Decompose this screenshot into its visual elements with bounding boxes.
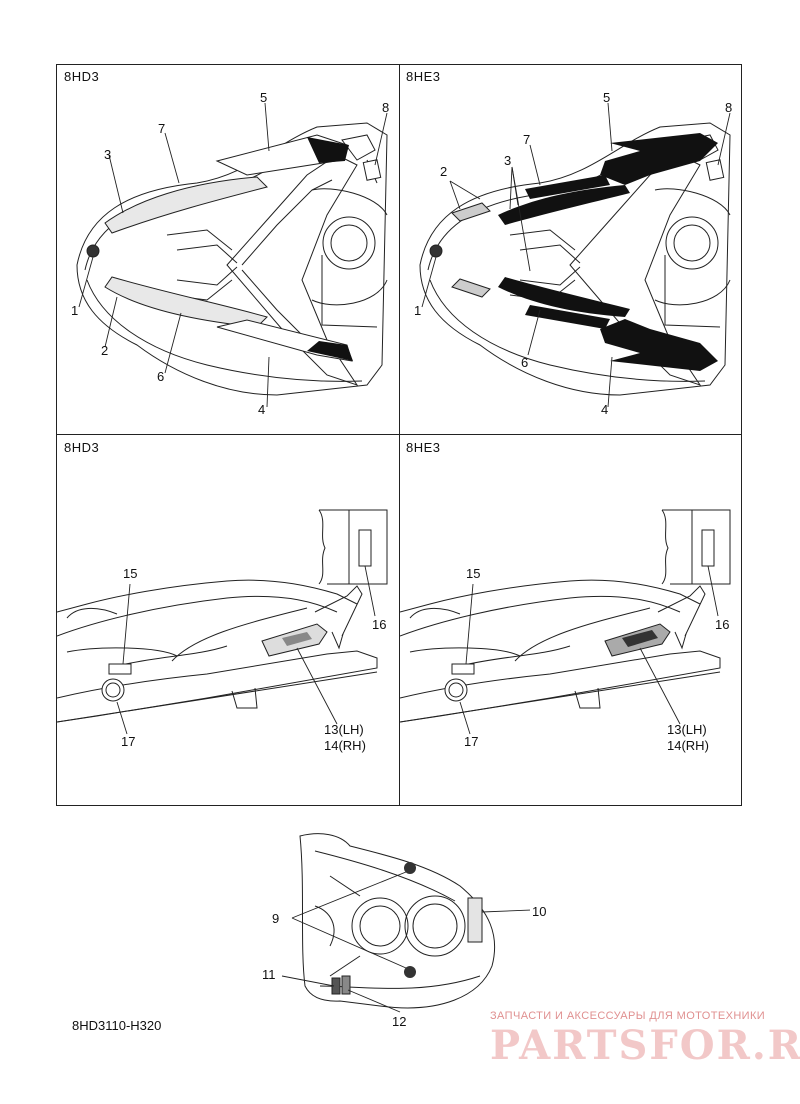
callout-bottom-10: 10: [532, 904, 547, 919]
callout-br-13: 13(LH): [667, 722, 707, 737]
drawing-code: 8HD3110-H320: [72, 1018, 162, 1033]
callout-tl-1: 1: [71, 303, 79, 318]
panel-label-bottom-left: 8HD3: [64, 440, 100, 455]
callout-tl-8: 8: [382, 100, 390, 115]
callout-tl-2: 2: [101, 343, 109, 358]
callout-bl-13: 13(LH): [324, 722, 364, 737]
callout-tr-6: 6: [521, 355, 529, 370]
callout-bottom-12: 12: [392, 1014, 407, 1029]
callout-tr-8: 8: [725, 100, 733, 115]
top-right-deck-drawing: [419, 102, 731, 408]
callout-tl-6: 6: [157, 369, 165, 384]
callout-tr-5: 5: [603, 90, 611, 105]
callout-bl-16: 16: [372, 617, 387, 632]
callout-tl-7: 7: [158, 121, 166, 136]
bottom-right-side-drawing: [400, 509, 731, 735]
callout-bottom-9: 9: [272, 911, 280, 926]
callout-br-14: 14(RH): [667, 738, 709, 753]
callout-bl-17: 17: [121, 734, 136, 749]
panel-label-bottom-right: 8HE3: [406, 440, 441, 455]
panel-label-top-left: 8HD3: [64, 69, 100, 84]
callout-tr-7: 7: [523, 132, 531, 147]
callout-br-17: 17: [464, 734, 479, 749]
top-left-deck-drawing: [76, 102, 388, 408]
callout-tr-1: 1: [414, 303, 422, 318]
callout-br-16: 16: [715, 617, 730, 632]
callout-tr-4: 4: [601, 402, 609, 417]
panel-divider-horizontal: [56, 434, 742, 436]
hull-bottom-drawing: [281, 833, 530, 1013]
callout-bottom-11: 11: [262, 967, 276, 982]
watermark-tagline: ЗАПЧАСТИ И АКСЕССУАРЫ ДЛЯ МОТОТЕХНИКИ: [490, 1010, 766, 1022]
panel-label-top-right: 8HE3: [406, 69, 441, 84]
callout-tl-5: 5: [260, 90, 268, 105]
callout-tr-3: 3: [504, 153, 512, 168]
bottom-left-side-drawing: [57, 509, 388, 735]
callout-br-15: 15: [466, 566, 481, 581]
callout-bl-14: 14(RH): [324, 738, 366, 753]
callout-bl-15: 15: [123, 566, 138, 581]
callout-tr-2: 2: [440, 164, 448, 179]
callout-tl-4: 4: [258, 402, 266, 417]
watermark-logo: PARTSFOR.RU: [490, 1022, 800, 1069]
callout-tl-3: 3: [104, 147, 112, 162]
